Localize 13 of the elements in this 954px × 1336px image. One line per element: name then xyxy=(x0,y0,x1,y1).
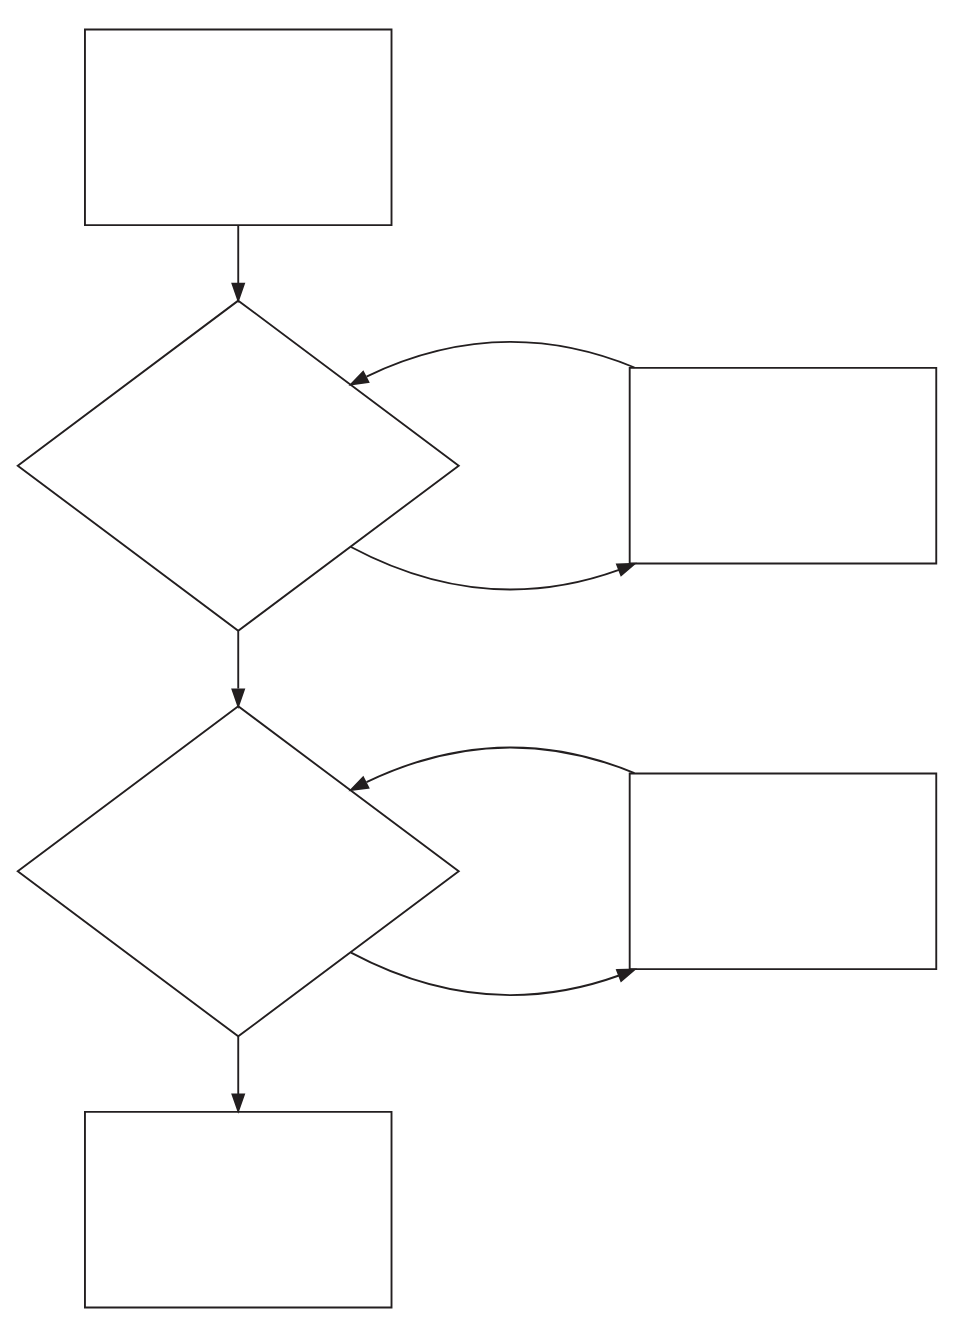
arrow xyxy=(350,545,638,590)
arrow xyxy=(348,340,636,386)
node-box xyxy=(628,366,938,564)
arrow xyxy=(231,223,246,303)
node-diamond xyxy=(16,704,461,1038)
arrow xyxy=(350,951,638,996)
node-diamond xyxy=(16,298,461,632)
node-box xyxy=(628,772,938,970)
node-box xyxy=(84,28,393,226)
arrow xyxy=(231,1035,246,1114)
arrow xyxy=(231,629,246,709)
arrow xyxy=(348,746,636,791)
node-box xyxy=(84,1110,393,1308)
